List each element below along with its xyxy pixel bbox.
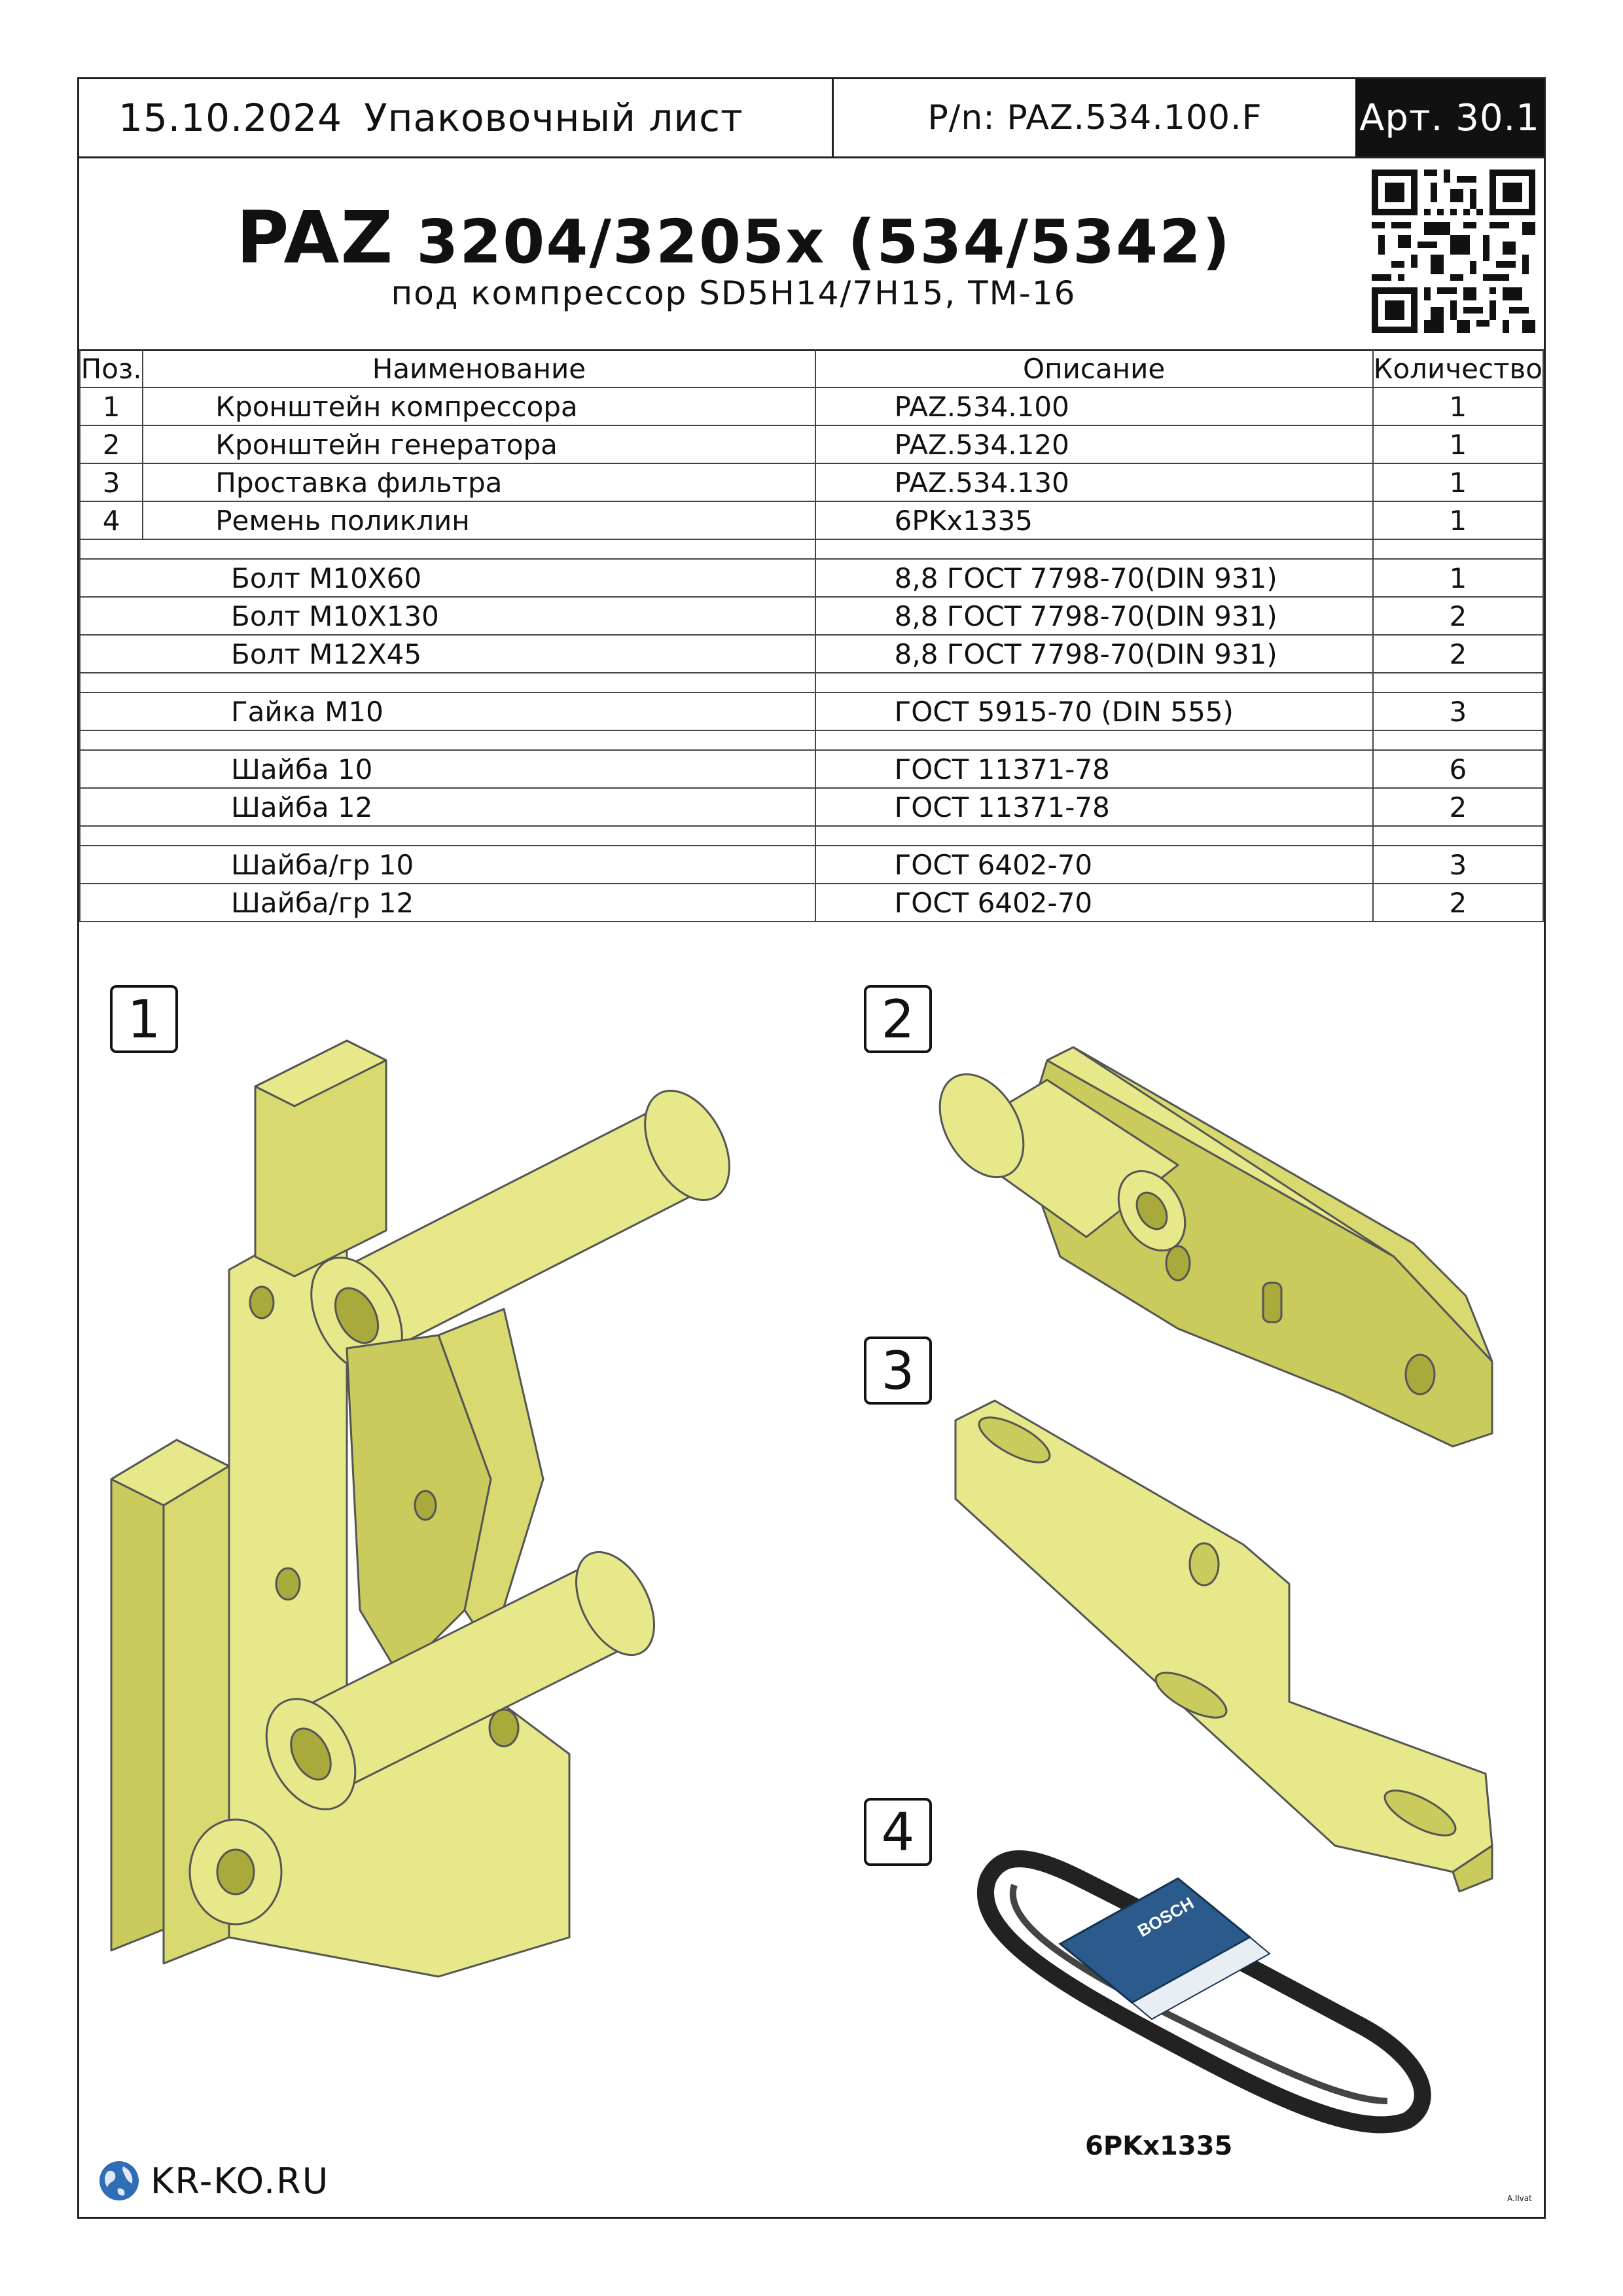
row-name: Гайка M10: [79, 692, 816, 731]
table-row: Шайба 12 ГОСТ 11371-78 2: [79, 787, 1544, 827]
row-desc: PAZ.534.100: [814, 387, 1374, 426]
table-header: Поз. Наименование Описание Количество: [79, 349, 1544, 388]
row-name: Кронштейн компрессора: [142, 387, 816, 426]
row-desc: ГОСТ 6402-70: [814, 883, 1374, 922]
globe-icon: [99, 2161, 139, 2200]
row-name: Шайба/гр 10: [79, 845, 816, 884]
belt-caption: 6PKx1335: [1085, 2131, 1233, 2161]
parts-table: Поз. Наименование Описание Количество 1 …: [79, 349, 1544, 922]
row-qty: 1: [1372, 387, 1544, 426]
row-name: Ремень поликлин: [142, 501, 816, 540]
row-qty: 1: [1372, 558, 1544, 598]
row-qty: 2: [1372, 787, 1544, 827]
generator-bracket-illustration: [938, 1046, 1493, 1448]
doc-date: 15.10.2024: [118, 96, 343, 140]
title: PAZ 3204/3205x (534/5342): [79, 196, 1388, 279]
filter-spacer-illustration: [954, 1399, 1493, 1893]
row-desc: ГОСТ 11371-78: [814, 787, 1374, 827]
row-qty: 6: [1372, 749, 1544, 789]
table-row: Гайка M10 ГОСТ 5915-70 (DIN 555) 3: [79, 692, 1544, 731]
row-desc: ГОСТ 6402-70: [814, 845, 1374, 884]
belt-illustration: BOSCH: [976, 1850, 1431, 2134]
row-name: Кронштейн генератора: [142, 425, 816, 464]
table-spacer: [79, 672, 1544, 693]
doc-type: Упаковочный лист: [364, 96, 743, 140]
row-qty: 2: [1372, 883, 1544, 922]
title-subtitle: под компрессор SD5H14/7H15, ТМ-16: [391, 274, 1077, 312]
title-models: 3204/3205x (534/5342): [416, 207, 1232, 277]
table-spacer: [79, 730, 1544, 751]
table-spacer: [79, 825, 1544, 846]
sheet-frame: 15.10.2024 Упаковочный лист P/n: PAZ.534…: [77, 77, 1546, 2219]
row-desc: 8,8 ГОСТ 7798-70(DIN 931): [814, 558, 1374, 598]
title-brand: PAZ: [236, 196, 395, 279]
row-qty: 2: [1372, 596, 1544, 636]
row-name: Шайба/гр 12: [79, 883, 816, 922]
row-qty: 1: [1372, 463, 1544, 502]
row-desc: 8,8 ГОСТ 7798-70(DIN 931): [814, 634, 1374, 673]
table-row: 4 Ремень поликлин 6PKx1335 1: [79, 501, 1544, 540]
column-header: Наименование: [142, 349, 816, 388]
row-qty: 1: [1372, 501, 1544, 540]
part-label-3: 3: [864, 1336, 932, 1405]
row-desc: PAZ.534.120: [814, 425, 1374, 464]
part-label-2: 2: [864, 985, 932, 1053]
row-desc: 8,8 ГОСТ 7798-70(DIN 931): [814, 596, 1374, 636]
table-row: Болт M10X60 8,8 ГОСТ 7798-70(DIN 931) 1: [79, 558, 1544, 598]
article-number: Арт. 30.1: [1355, 79, 1544, 156]
row-qty: 3: [1372, 692, 1544, 731]
row-qty: 1: [1372, 425, 1544, 464]
row-desc: PAZ.534.130: [814, 463, 1374, 502]
table-row: Шайба/гр 12 ГОСТ 6402-70 2: [79, 883, 1544, 922]
part-number: P/n: PAZ.534.100.F: [927, 98, 1262, 137]
row-desc: 6PKx1335: [814, 501, 1374, 540]
row-desc: ГОСТ 11371-78: [814, 749, 1374, 789]
row-pos: 1: [79, 387, 144, 426]
table-row: 3 Проставка фильтра PAZ.534.130 1: [79, 463, 1544, 502]
table-row: Шайба 10 ГОСТ 11371-78 6: [79, 749, 1544, 789]
table-row: 1 Кронштейн компрессора PAZ.534.100 1: [79, 387, 1544, 426]
row-name: Болт M10X60: [79, 558, 816, 598]
compressor-bracket-illustration: [110, 1039, 730, 1978]
column-header: Поз.: [79, 349, 144, 388]
part-label-1: 1: [110, 985, 178, 1053]
header-row: 15.10.2024 Упаковочный лист P/n: PAZ.534…: [79, 79, 1544, 158]
row-name: Шайба 10: [79, 749, 816, 789]
table-spacer: [79, 539, 1544, 560]
row-qty: 2: [1372, 634, 1544, 673]
row-desc: ГОСТ 5915-70 (DIN 555): [814, 692, 1374, 731]
site-name[interactable]: KR-KO.RU: [151, 2160, 330, 2202]
row-pos: 2: [79, 425, 144, 464]
title-block: PAZ 3204/3205x (534/5342) под компрессор…: [79, 156, 1544, 351]
table-row: Шайба/гр 10 ГОСТ 6402-70 3: [79, 845, 1544, 884]
site-logo: KR-KO.RU: [98, 2160, 329, 2202]
table-row: Болт M12X45 8,8 ГОСТ 7798-70(DIN 931) 2: [79, 634, 1544, 673]
table-row: Болт M10X130 8,8 ГОСТ 7798-70(DIN 931) 2: [79, 596, 1544, 636]
row-pos: 4: [79, 501, 144, 540]
row-pos: 3: [79, 463, 144, 502]
row-name: Болт M10X130: [79, 596, 816, 636]
row-name: Болт M12X45: [79, 634, 816, 673]
column-header: Количество: [1372, 349, 1544, 388]
qr-code-icon: [1372, 170, 1535, 333]
author-mark: A.Ilvat: [1507, 2194, 1532, 2203]
column-header: Описание: [814, 349, 1374, 388]
table-row: 2 Кронштейн генератора PAZ.534.120 1: [79, 425, 1544, 464]
divider: [832, 79, 834, 156]
part-label-4: 4: [864, 1798, 932, 1866]
row-qty: 3: [1372, 845, 1544, 884]
row-name: Проставка фильтра: [142, 463, 816, 502]
row-name: Шайба 12: [79, 787, 816, 827]
